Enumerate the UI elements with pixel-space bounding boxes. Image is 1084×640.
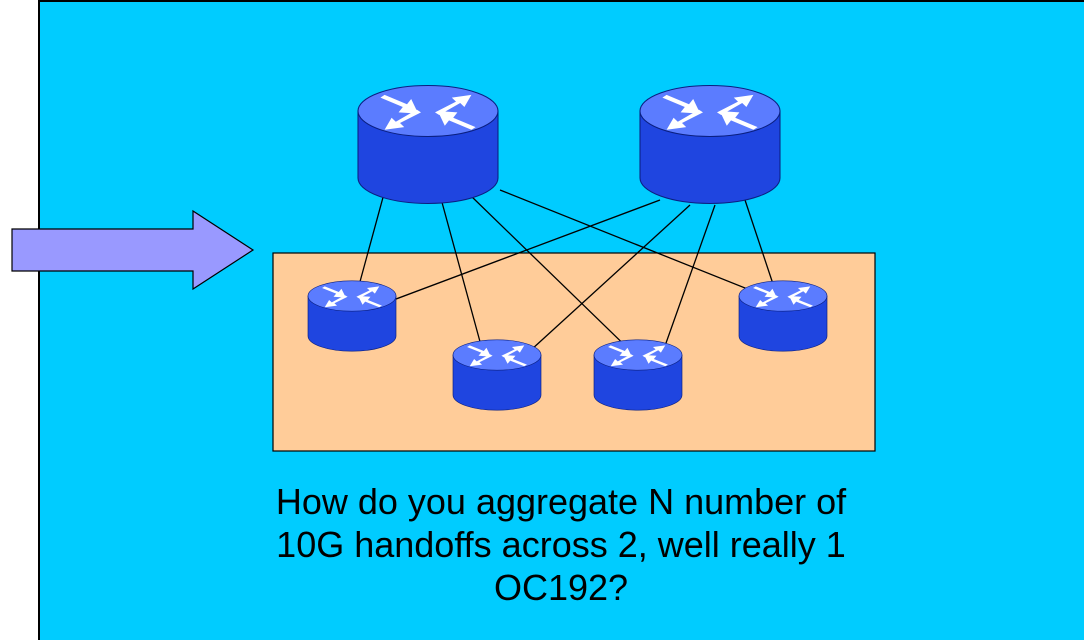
right-arrow-icon — [11, 209, 255, 291]
caption-line-1: How do you aggregate N number of — [275, 481, 847, 522]
router-icon — [453, 340, 541, 410]
link — [744, 199, 776, 291]
link — [499, 189, 776, 301]
caption: How do you aggregate N number of 10G han… — [38, 480, 1084, 609]
link — [519, 204, 691, 361]
caption-line-2: 10G handoffs across 2, well really 1 — [276, 524, 846, 565]
router-icon — [308, 281, 396, 351]
link — [469, 194, 641, 361]
link — [659, 204, 716, 361]
caption-line-3: OC192? — [493, 567, 629, 608]
router-icon — [640, 86, 780, 204]
router-icon — [739, 281, 827, 351]
router-icon — [594, 340, 682, 410]
link — [439, 194, 486, 361]
router-icon — [358, 86, 498, 204]
links — [354, 189, 776, 361]
link — [379, 199, 661, 306]
